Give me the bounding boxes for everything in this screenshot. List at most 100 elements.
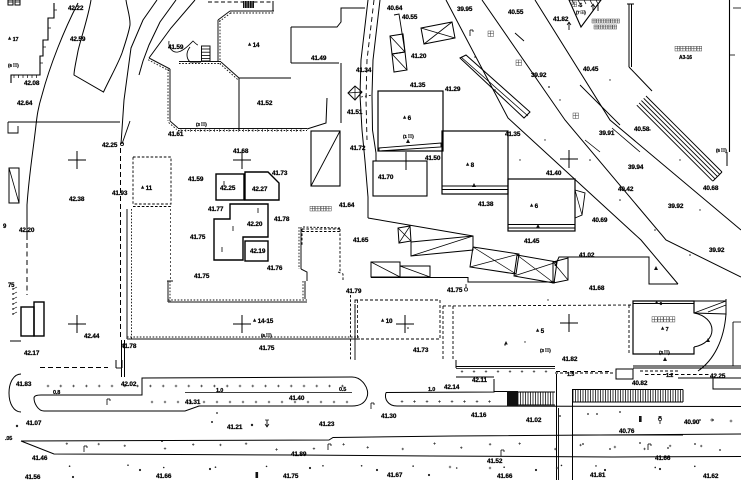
svg-text:41.52: 41.52 xyxy=(487,458,503,465)
svg-text:40.55: 40.55 xyxy=(508,9,524,16)
svg-text:41.49: 41.49 xyxy=(311,55,327,62)
svg-text:41.89: 41.89 xyxy=(291,451,307,458)
svg-text:42.27: 42.27 xyxy=(252,186,268,193)
svg-text:41.35: 41.35 xyxy=(505,131,521,138)
svg-text:40.55: 40.55 xyxy=(402,14,418,21)
svg-text:41.31: 41.31 xyxy=(185,399,201,406)
svg-text:(6: (6 xyxy=(261,333,265,338)
svg-text:41.21: 41.21 xyxy=(227,424,243,431)
svg-text:10: 10 xyxy=(386,318,393,325)
svg-text:41.02: 41.02 xyxy=(579,252,595,259)
svg-text:1.3: 1.3 xyxy=(567,372,574,378)
svg-text:41.45: 41.45 xyxy=(524,238,540,245)
svg-text:6: 6 xyxy=(408,115,412,122)
svg-text:42.25: 42.25 xyxy=(102,142,118,149)
svg-text:(6: (6 xyxy=(8,63,12,68)
svg-text:40.64: 40.64 xyxy=(387,5,403,12)
svg-text:1.0: 1.0 xyxy=(428,387,435,393)
svg-text:41.73: 41.73 xyxy=(272,170,288,177)
svg-text:41.30: 41.30 xyxy=(381,413,397,420)
svg-text:17: 17 xyxy=(13,37,19,43)
svg-text:): ) xyxy=(725,148,727,153)
svg-text:41.02: 41.02 xyxy=(526,417,542,424)
svg-text:(5: (5 xyxy=(716,148,720,153)
svg-text:(7: (7 xyxy=(576,10,580,15)
svg-text:42.20: 42.20 xyxy=(19,227,35,234)
svg-text:A3-16: A3-16 xyxy=(679,55,692,61)
svg-text:): ) xyxy=(412,134,414,139)
svg-text:41.75: 41.75 xyxy=(259,345,275,352)
svg-text:40.45: 40.45 xyxy=(583,66,599,73)
svg-text:): ) xyxy=(668,350,670,355)
svg-text:42.08: 42.08 xyxy=(24,80,40,87)
svg-text:40.90: 40.90 xyxy=(684,419,700,426)
svg-text:41.81: 41.81 xyxy=(590,472,606,479)
svg-text:.05: .05 xyxy=(5,436,12,442)
svg-text:7: 7 xyxy=(666,327,669,333)
svg-text:8: 8 xyxy=(471,162,475,169)
svg-text:41.64: 41.64 xyxy=(339,202,355,209)
svg-text:0.5: 0.5 xyxy=(339,387,346,393)
svg-text:41.38: 41.38 xyxy=(478,201,494,208)
svg-text:): ) xyxy=(584,10,586,15)
svg-text:): ) xyxy=(17,63,19,68)
svg-text:42.11: 42.11 xyxy=(472,377,487,384)
svg-text:42.38: 42.38 xyxy=(69,196,85,203)
svg-text:40.76: 40.76 xyxy=(619,428,635,435)
svg-text:1.0: 1.0 xyxy=(216,388,223,394)
svg-text:42.25: 42.25 xyxy=(220,185,236,192)
svg-text:41.40: 41.40 xyxy=(289,395,305,402)
svg-text:41.68: 41.68 xyxy=(233,148,249,155)
svg-text:41.83: 41.83 xyxy=(16,381,32,388)
svg-text:-5: -5 xyxy=(578,3,583,9)
svg-text:42.64: 42.64 xyxy=(17,100,33,107)
svg-text:39.92: 39.92 xyxy=(709,247,725,254)
svg-text:41.73: 41.73 xyxy=(413,347,429,354)
svg-text:): ) xyxy=(549,348,551,353)
svg-text:41.78: 41.78 xyxy=(274,216,290,223)
svg-text:(3: (3 xyxy=(540,348,544,353)
svg-text:41.34: 41.34 xyxy=(356,67,372,74)
svg-text:41.35: 41.35 xyxy=(410,82,426,89)
svg-text:41.51: 41.51 xyxy=(347,109,363,116)
svg-text:41.77: 41.77 xyxy=(208,206,224,213)
svg-text:39.92: 39.92 xyxy=(531,72,547,79)
svg-text:): ) xyxy=(205,122,207,127)
svg-text:41.59: 41.59 xyxy=(168,44,184,51)
svg-text:14: 14 xyxy=(253,42,260,49)
svg-text:41.50: 41.50 xyxy=(425,155,441,162)
svg-text:41.75: 41.75 xyxy=(447,287,463,294)
svg-text:41.40: 41.40 xyxy=(546,170,562,177)
svg-text:41.76: 41.76 xyxy=(267,265,283,272)
svg-text:(3: (3 xyxy=(196,122,200,127)
svg-text:41.68: 41.68 xyxy=(589,285,605,292)
svg-text:41.46: 41.46 xyxy=(32,455,48,462)
svg-text:(1: (1 xyxy=(403,134,407,139)
svg-text:41.61: 41.61 xyxy=(168,131,184,138)
svg-text:40.42: 40.42 xyxy=(618,186,634,193)
svg-text:42.22: 42.22 xyxy=(68,5,84,12)
svg-text:(3: (3 xyxy=(659,350,663,355)
svg-text:11: 11 xyxy=(146,185,153,192)
svg-text:42.19: 42.19 xyxy=(250,248,266,255)
svg-text:41.72: 41.72 xyxy=(350,145,366,152)
svg-text:41.66: 41.66 xyxy=(497,473,513,480)
svg-text:41.62: 41.62 xyxy=(703,473,719,480)
svg-text:41.70: 41.70 xyxy=(378,174,394,181)
svg-text:42.02: 42.02 xyxy=(121,381,137,388)
svg-text:41.75: 41.75 xyxy=(283,473,299,480)
svg-text:42.25: 42.25 xyxy=(710,373,726,380)
svg-text:41.75: 41.75 xyxy=(190,234,206,241)
svg-text:39.91: 39.91 xyxy=(599,130,615,137)
svg-text:41.78: 41.78 xyxy=(121,343,137,350)
svg-text:14-15: 14-15 xyxy=(258,318,274,325)
svg-text:41.65: 41.65 xyxy=(353,237,369,244)
svg-text:41.29: 41.29 xyxy=(445,86,461,93)
svg-text:40.58: 40.58 xyxy=(634,126,650,133)
svg-text:41.82: 41.82 xyxy=(562,356,578,363)
svg-text:5: 5 xyxy=(541,328,545,335)
svg-text:39.92: 39.92 xyxy=(668,203,684,210)
svg-text:39.95: 39.95 xyxy=(457,6,473,13)
svg-text:9: 9 xyxy=(3,224,7,230)
svg-text:): ) xyxy=(270,333,272,338)
